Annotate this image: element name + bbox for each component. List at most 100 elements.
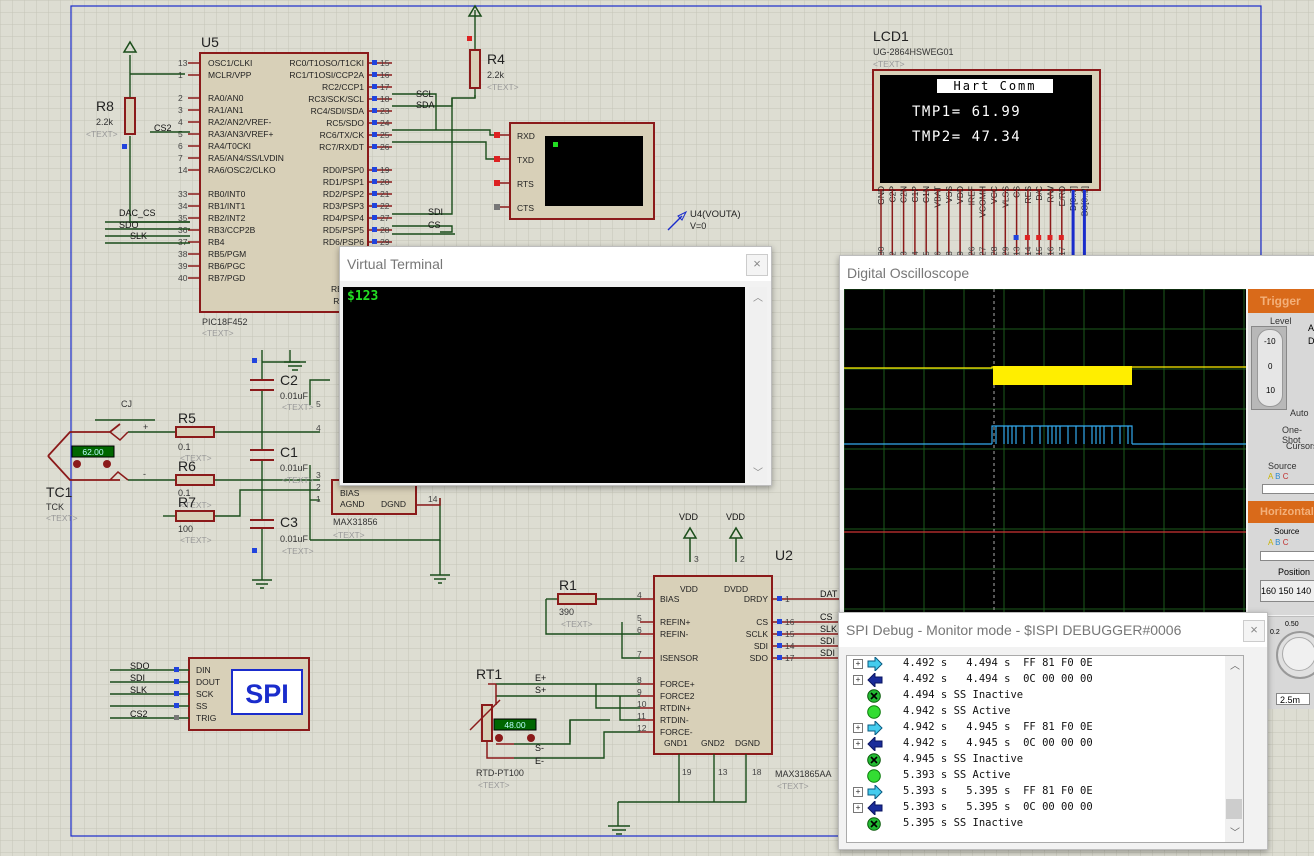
- chevron-up-icon[interactable]: ︿: [1230, 661, 1240, 672]
- lcd-pin-num: 30: [876, 246, 886, 256]
- lcd-pin-num: 17: [1057, 246, 1067, 256]
- spi-log-row[interactable]: +4.942 s 4.945 s FF 81 F0 0E: [847, 719, 1225, 737]
- spi-log-row[interactable]: +5.393 s 5.395 s FF 81 F0 0E: [847, 783, 1225, 801]
- u2-pin-label: REFIN+: [660, 617, 691, 627]
- u5-pin-label: RD5/PSP5: [323, 225, 364, 235]
- arrow-right-icon: [867, 719, 883, 737]
- source-slider[interactable]: [1262, 484, 1314, 494]
- horizontal-source-channels[interactable]: A B C: [1268, 538, 1289, 547]
- u5-text: <TEXT>: [202, 328, 234, 338]
- lcd-pin-num: 16: [1046, 246, 1056, 256]
- trigger-cursors[interactable]: Cursors: [1286, 441, 1314, 451]
- spi-log-row[interactable]: 5.393 s SS Active: [847, 768, 1225, 784]
- chevron-down-icon[interactable]: ﹀: [753, 468, 763, 479]
- resistor-r6[interactable]: R6 0.1 <TEXT>: [175, 458, 215, 510]
- spi-log-row[interactable]: +5.393 s 5.395 s 0C 00 00 00: [847, 799, 1225, 817]
- svg-text:TC1: TC1: [46, 484, 73, 500]
- u2-pin-num: 7: [637, 649, 642, 659]
- u4-probe[interactable]: U4(VOUTA) V=0: [667, 209, 741, 231]
- trigger-auto[interactable]: Auto: [1290, 408, 1309, 418]
- u2-pin-label: FORCE2: [660, 691, 695, 701]
- scrollbar-thumb[interactable]: [1226, 799, 1242, 819]
- arrow-right-icon: [867, 783, 883, 801]
- u5-pin-label: OSC1/CLKI: [208, 58, 252, 68]
- uart-pin-label: RXD: [517, 131, 535, 141]
- u5-pin-label: RA1/AN1: [208, 105, 244, 115]
- resistor-r4[interactable]: R4 2.2k <TEXT>: [467, 36, 519, 92]
- svg-text:DGND: DGND: [735, 738, 760, 748]
- svg-text:CJ: CJ: [121, 399, 132, 409]
- chevron-down-icon[interactable]: ﹀: [1230, 828, 1240, 839]
- svg-text:13: 13: [718, 767, 728, 777]
- close-icon[interactable]: ×: [746, 254, 768, 276]
- u5-pin-label: RC6/TX/CK: [320, 130, 365, 140]
- level-knob[interactable]: -10 0 10: [1251, 326, 1287, 410]
- expand-icon[interactable]: +: [853, 803, 863, 813]
- u5-pin-num: 4: [178, 117, 183, 127]
- rtd-rt1[interactable]: RT1 48.00 E+ S+ S- E- RTD-PT100 <TEXT>: [469, 666, 546, 790]
- timebase-knob[interactable]: 0.50 0.2 2.5m: [1268, 617, 1314, 709]
- spi-log-row[interactable]: 4.494 s SS Inactive: [847, 688, 1225, 704]
- spi-log-row[interactable]: 4.942 s SS Active: [847, 704, 1225, 720]
- power-symbols: [122, 4, 744, 562]
- u5-pin-num: 15: [380, 58, 390, 68]
- vertical-scrollbar[interactable]: ︿ ﹀: [749, 287, 767, 483]
- horizontal-source-slider[interactable]: [1260, 551, 1314, 561]
- lcd-line1: Hart Comm: [953, 79, 1036, 93]
- scope-controls[interactable]: Trigger Level -10 0 10 A D Auto One-Shot…: [1248, 289, 1314, 615]
- resistor-r5[interactable]: R5 0.1 <TEXT>: [175, 410, 215, 463]
- source-channels[interactable]: A B C: [1268, 472, 1289, 481]
- spi-log-row[interactable]: 4.945 s SS Inactive: [847, 752, 1225, 768]
- capacitors[interactable]: C20.01uF<TEXT> C10.01uF<TEXT> C30.01uF<T…: [250, 358, 314, 556]
- expand-icon[interactable]: +: [853, 723, 863, 733]
- position-dial[interactable]: 160 150 140: [1260, 580, 1314, 602]
- spi-log-row[interactable]: +4.492 s 4.494 s FF 81 F0 0E: [847, 656, 1225, 673]
- net-cs: CS: [428, 220, 441, 230]
- terminal-output[interactable]: $123: [343, 287, 745, 483]
- net-sda: SDA: [416, 100, 435, 110]
- spi-log-row[interactable]: +4.492 s 4.494 s 0C 00 00 00: [847, 671, 1225, 689]
- lcd-pin-num: 3: [899, 251, 909, 256]
- oscilloscope-window[interactable]: Digital Oscilloscope Trigger Level -10 0…: [839, 255, 1314, 617]
- max31865-chip[interactable]: U2 MAX31865AA <TEXT> VDD DVDD 3 2 GND1 G…: [637, 547, 840, 791]
- resistor-r8[interactable]: R8 2.2k <TEXT>: [86, 97, 136, 149]
- spi-log-row[interactable]: 5.395 s SS Inactive: [847, 816, 1225, 832]
- u2-pin-num: 1: [785, 594, 790, 604]
- expand-icon[interactable]: +: [853, 659, 863, 669]
- svg-text:3: 3: [316, 470, 321, 480]
- lcd-ug2864[interactable]: LCD1 UG-2864HSWEG01 <TEXT> Hart Comm TMP…: [872, 28, 1101, 258]
- lcd-pin-num: 4: [910, 251, 920, 256]
- capacitor-c2: C20.01uF<TEXT>: [250, 372, 314, 412]
- scope-display[interactable]: [844, 289, 1246, 615]
- spi-log-row[interactable]: +4.942 s 4.945 s 0C 00 00 00: [847, 735, 1225, 753]
- svg-text:<TEXT>: <TEXT>: [180, 500, 212, 510]
- expand-icon[interactable]: +: [853, 739, 863, 749]
- vertical-scrollbar[interactable]: ︿ ﹀: [1225, 656, 1243, 842]
- svg-text:1: 1: [316, 494, 321, 504]
- expand-icon[interactable]: +: [853, 675, 863, 685]
- expand-icon[interactable]: +: [853, 787, 863, 797]
- close-icon[interactable]: ×: [1243, 620, 1265, 642]
- spi-transaction-list[interactable]: +4.492 s 4.494 s FF 81 F0 0E+4.492 s 4.4…: [846, 655, 1244, 843]
- u2-pin-label: BIAS: [660, 594, 680, 604]
- u5-pin-label: RA4/T0CKI: [208, 141, 251, 151]
- svg-text:BIAS: BIAS: [340, 488, 360, 498]
- u2-pin-num: 11: [637, 711, 646, 721]
- resistor-r1[interactable]: R1 390 <TEXT>: [557, 577, 597, 629]
- virtual-terminal-window[interactable]: Virtual Terminal × $123 ︿ ﹀: [339, 246, 772, 486]
- u2-pin-num: 16: [785, 617, 795, 627]
- u5-pin-num: 37: [178, 237, 188, 247]
- thermocouple-tc1[interactable]: 62.00 CJ + - TC1 TCK <TEXT>: [46, 399, 148, 523]
- u2-supply-labels: VDD VDD: [679, 512, 746, 522]
- svg-text:<TEXT>: <TEXT>: [180, 453, 212, 463]
- resistor-r7[interactable]: R7 100 <TEXT>: [175, 494, 215, 545]
- spi-debug-window[interactable]: SPI Debug - Monitor mode - $ISPI DEBUGGE…: [838, 612, 1268, 850]
- u2-pin-num: 12: [637, 723, 647, 733]
- trigger-one-shot[interactable]: One-Shot: [1282, 425, 1303, 445]
- chevron-up-icon[interactable]: ︿: [753, 293, 763, 304]
- timebase-value: 2.5m: [1276, 693, 1310, 705]
- svg-text:UG-2864HSWEG01: UG-2864HSWEG01: [873, 47, 954, 57]
- u2-pin-label: REFIN-: [660, 629, 689, 639]
